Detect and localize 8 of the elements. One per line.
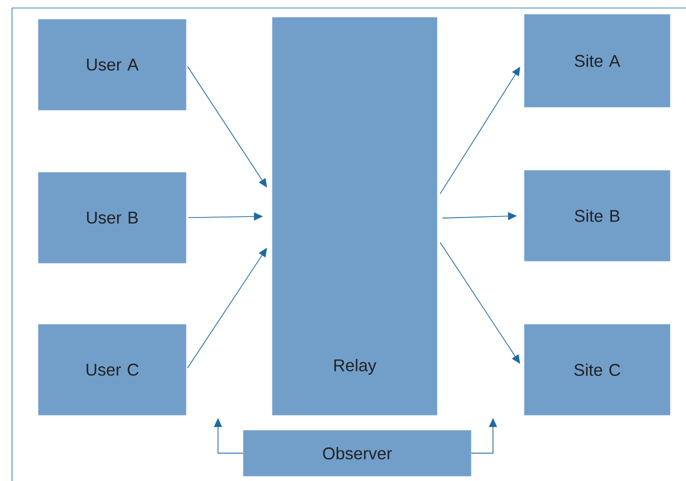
- process-box: Site A: [524, 14, 670, 108]
- observer-box: Observer: [243, 430, 472, 476]
- process-box: User A: [38, 19, 186, 110]
- process-box: User C: [38, 324, 186, 416]
- process-box: User B: [38, 172, 186, 264]
- relay-box: Relay: [272, 17, 438, 416]
- process-box: Site B: [524, 170, 670, 262]
- process-box: Site C: [524, 324, 670, 416]
